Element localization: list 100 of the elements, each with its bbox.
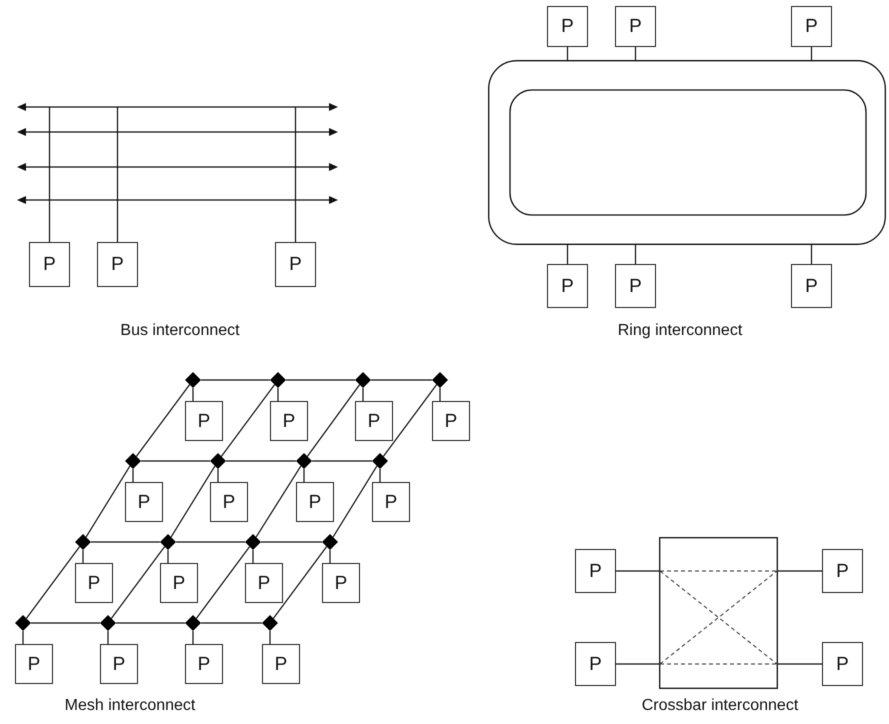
processor-box: [185, 401, 223, 441]
connector-line: [261, 541, 322, 543]
processor-label: P: [112, 654, 126, 674]
processor-label: P: [561, 276, 574, 296]
connector-line: [22, 631, 24, 644]
processor-box: [245, 563, 283, 603]
connector-line: [634, 245, 636, 264]
processor-box: [432, 401, 470, 441]
connector-line: [256, 466, 302, 538]
processor-label: P: [368, 412, 380, 430]
processor-box: [547, 264, 588, 308]
processor-label: P: [629, 17, 642, 36]
connector-line: [269, 631, 271, 644]
processor-label: P: [274, 654, 288, 674]
processor-label: P: [334, 574, 348, 592]
connector-line: [778, 570, 822, 572]
processor-box: [791, 264, 832, 308]
processor-label: P: [43, 255, 56, 274]
processor-label: P: [805, 17, 818, 36]
processor-label: P: [289, 255, 302, 274]
caption: Bus interconnect: [120, 322, 240, 340]
processor-label: P: [222, 492, 236, 512]
processor-box: [615, 6, 656, 47]
connector-line: [379, 469, 381, 482]
connector-line: [116, 622, 185, 624]
connector-line: [382, 384, 438, 457]
connector-line: [31, 622, 100, 624]
connector-line: [226, 460, 296, 462]
processor-box: [15, 644, 53, 684]
processor-box: [575, 549, 616, 593]
connector-line: [810, 47, 812, 60]
connector-line: [141, 460, 210, 462]
connector-line: [110, 546, 166, 619]
processor-box: [547, 6, 588, 47]
connector-line: [91, 541, 160, 543]
processor-label: P: [282, 412, 296, 430]
connector-line: [566, 47, 568, 60]
connector-line: [116, 107, 118, 242]
connector-line: [252, 550, 254, 563]
processor-box: [262, 644, 300, 684]
connector-line: [201, 622, 262, 624]
processor-label: P: [138, 492, 150, 512]
processor-box: [372, 482, 410, 522]
connector-line: [82, 550, 84, 563]
processor-box: [75, 563, 113, 603]
connector-line: [201, 379, 270, 381]
processor-label: P: [629, 276, 642, 296]
connector-line: [107, 631, 109, 644]
processor-box: [822, 642, 863, 686]
processor-box: [210, 482, 248, 522]
processor-box: [355, 401, 393, 441]
connector-line: [616, 663, 659, 665]
processor-label: P: [172, 574, 186, 592]
connector-line: [167, 550, 169, 563]
processor-box: [791, 6, 832, 47]
connector-line: [371, 379, 432, 381]
connector-line: [272, 546, 328, 619]
connector-line: [192, 631, 194, 644]
connector-line: [220, 384, 276, 457]
processor-label: P: [198, 412, 210, 430]
processor-box: [575, 642, 616, 686]
connector-line: [136, 384, 190, 457]
processor-label: P: [111, 255, 124, 274]
connector-line: [26, 546, 80, 619]
connector-line: [439, 388, 441, 401]
processor-label: P: [88, 574, 100, 592]
processor-label: P: [28, 654, 40, 674]
connector-line: [192, 388, 194, 401]
caption: Ring interconnect: [618, 322, 742, 340]
processor-box: [125, 482, 163, 522]
connector-line: [277, 388, 279, 401]
connector-line: [176, 541, 245, 543]
processor-label: P: [258, 574, 270, 592]
connector-line: [312, 460, 372, 462]
connector-line: [306, 384, 360, 457]
connector-line: [303, 469, 305, 482]
connector-line: [86, 466, 130, 538]
connector-line: [132, 469, 134, 482]
connector-line: [616, 570, 659, 572]
processor-box: [296, 482, 334, 522]
processor-label: P: [198, 654, 210, 674]
processor-label: P: [308, 492, 322, 512]
caption: Mesh interconnect: [64, 697, 196, 715]
processor-box: [29, 242, 70, 287]
processor-label: P: [836, 654, 849, 674]
connector-line: [332, 466, 378, 538]
caption: Crossbar interconnect: [642, 697, 798, 715]
processor-label: P: [561, 17, 574, 36]
connector-line: [810, 245, 812, 264]
connector-line: [362, 388, 364, 401]
connector-line: [217, 469, 219, 482]
connector-line: [170, 466, 216, 538]
connector-line: [566, 245, 568, 264]
processor-box: [822, 549, 863, 593]
connector-line: [48, 107, 50, 242]
processor-box: [322, 563, 360, 603]
processor-box: [275, 242, 316, 287]
connector-line: [286, 379, 355, 381]
processor-box: [615, 264, 656, 308]
processor-label: P: [444, 412, 458, 430]
